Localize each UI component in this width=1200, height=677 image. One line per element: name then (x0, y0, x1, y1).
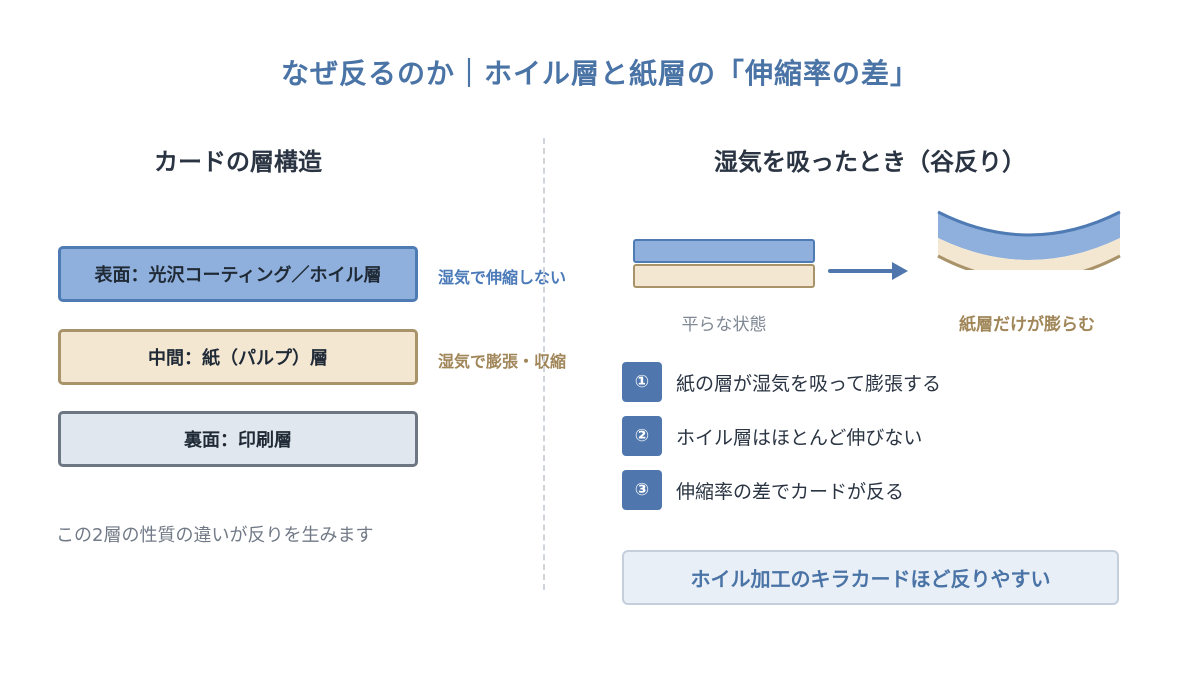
right-heading: 湿気を吸ったとき（谷反り） (714, 148, 1026, 176)
step-2: ② ホイル層はほとんど伸びない (622, 416, 922, 456)
note-paper: 湿気で膨張・収縮 (438, 352, 567, 371)
curved-paper-layer (938, 238, 1120, 270)
flat-paper-layer (633, 264, 815, 288)
callout-box: ホイル加工のキラカードほど反りやすい (622, 550, 1119, 605)
step-2-text: ホイル層はほとんど伸びない (676, 426, 923, 449)
curved-card-illustration (937, 210, 1121, 270)
layer-foil: 表面：光沢コーティング／ホイル層 (58, 246, 418, 302)
arrow-right-icon (828, 262, 908, 280)
callout-text: ホイル加工のキラカードほど反りやすい (690, 567, 1051, 591)
step-1-text: 紙の層が湿気を吸って膨張する (676, 372, 942, 395)
step-1-number: ① (622, 362, 662, 402)
flat-foil-layer (633, 239, 815, 263)
step-3-number: ③ (622, 470, 662, 510)
left-heading: カードの層構造 (154, 148, 322, 176)
flat-caption: 平らな状態 (681, 315, 767, 335)
curved-caption: 紙層だけが膨らむ (959, 315, 1095, 335)
step-2-number: ② (622, 416, 662, 456)
layer-print: 裏面：印刷層 (58, 411, 418, 467)
section-divider (543, 138, 545, 590)
layer-paper: 中間：紙（パルプ）層 (58, 329, 418, 385)
step-3: ③ 伸縮率の差でカードが反る (622, 470, 904, 510)
step-3-text: 伸縮率の差でカードが反る (676, 480, 905, 503)
layer-print-label: 裏面：印刷層 (184, 430, 292, 451)
page-title: なぜ反るのか｜ホイル層と紙層の「伸縮率の差」 (280, 57, 919, 90)
note-foil: 湿気で伸縮しない (438, 268, 567, 287)
layer-paper-label: 中間：紙（パルプ）層 (148, 348, 328, 369)
layer-foil-label: 表面：光沢コーティング／ホイル層 (94, 265, 382, 286)
footnote: この2層の性質の違いが反りを生みます (56, 525, 374, 546)
step-1: ① 紙の層が湿気を吸って膨張する (622, 362, 941, 402)
